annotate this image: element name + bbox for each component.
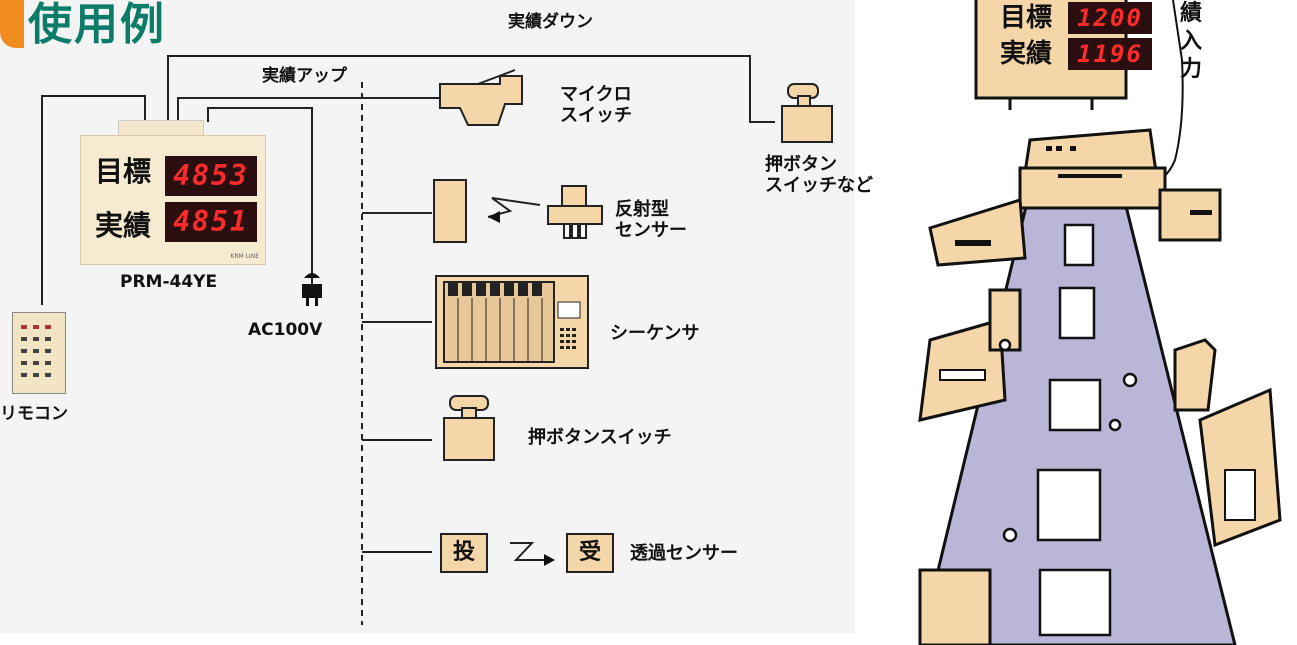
page-title: 使用例 — [28, 0, 166, 50]
device-target-value: 4853 — [165, 156, 257, 196]
remote-controller — [12, 312, 66, 394]
device-actual-value: 4851 — [165, 202, 257, 242]
label-micro-switch: マイクロ スイッチ — [560, 84, 632, 126]
emitter-box: 投 — [440, 533, 488, 573]
remote-buttons-icon — [21, 325, 51, 377]
label-jisseki-up: 実績アップ — [262, 66, 347, 86]
device-target-label: 目標 — [95, 155, 152, 188]
receiver-box: 受 — [566, 533, 614, 573]
label-reflective-sensor: 反射型 センサー — [615, 199, 687, 241]
label-through-sensor: 透過センサー — [630, 543, 738, 564]
left-panel — [0, 0, 855, 633]
production-line-illustration — [918, 0, 1282, 645]
board-actual-label: 実績 — [1000, 39, 1053, 69]
title-accent-tab — [0, 0, 24, 48]
board-target-label: 目標 — [1000, 3, 1053, 33]
board-target-value: 1200 — [1068, 2, 1152, 34]
label-sequencer: シーケンサ — [610, 323, 700, 344]
wiring-diagram — [41, 55, 833, 625]
device-actual-label: 実績 — [95, 209, 152, 242]
label-jisseki-down: 実績ダウン — [508, 12, 593, 32]
label-model: PRM-44YE — [120, 272, 218, 292]
label-remote: リモコン — [0, 404, 68, 424]
device-top-tab — [118, 120, 204, 139]
prm-44ye-device: 目標 実績 4853 4851 KRM LINE — [80, 135, 266, 265]
board-input-label: 績入力 — [1180, 1, 1203, 82]
device-brand: KRM LINE — [230, 253, 259, 260]
label-ac100v: AC100V — [248, 320, 323, 340]
label-pushbutton-etc: 押ボタン スイッチなど — [765, 154, 873, 196]
label-pushbutton-switch: 押ボタンスイッチ — [528, 427, 672, 448]
board-actual-value: 1196 — [1068, 38, 1152, 70]
